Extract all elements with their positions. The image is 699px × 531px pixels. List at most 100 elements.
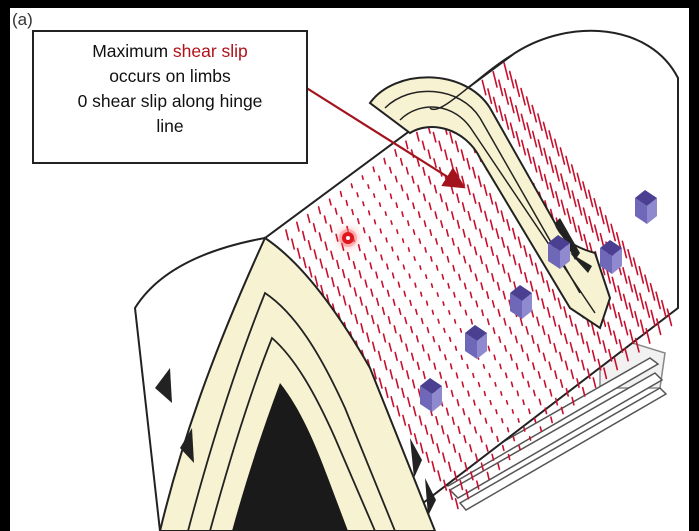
shear-slip-mark — [421, 344, 425, 352]
shear-slip-mark — [400, 360, 404, 371]
shear-slip-mark — [610, 223, 617, 242]
callout-line-1: Maximum shear slip — [34, 39, 306, 64]
shear-slip-mark — [488, 372, 491, 378]
shear-slip-mark — [592, 377, 597, 389]
marker-block — [548, 235, 570, 269]
shear-slip-mark — [463, 282, 467, 290]
shear-slip-mark — [425, 300, 429, 306]
shear-slip-mark — [454, 345, 458, 352]
shear-slip-mark — [459, 479, 464, 491]
shear-slip-mark — [649, 282, 656, 301]
shear-slip-mark — [553, 138, 560, 157]
shear-slip-mark — [503, 317, 507, 326]
shear-slip-mark — [406, 220, 410, 227]
shear-slip-mark — [435, 264, 439, 271]
shear-slip-mark — [384, 211, 388, 216]
panel-label: (a) — [12, 10, 33, 29]
shear-slip-mark — [483, 390, 487, 397]
shear-slip-mark — [450, 211, 455, 220]
shear-slip-mark — [295, 221, 300, 232]
shear-slip-mark — [489, 192, 494, 205]
shear-slip-mark — [354, 313, 359, 325]
shear-slip-mark — [639, 319, 645, 336]
pointer-dot — [342, 232, 354, 244]
shear-slip-mark — [483, 184, 488, 196]
shear-slip-mark — [480, 282, 484, 291]
shear-slip-mark — [627, 249, 633, 267]
shear-slip-mark — [486, 318, 490, 326]
shear-slip-mark — [629, 329, 635, 345]
shear-slip-mark — [453, 318, 457, 324]
shear-slip-mark — [351, 208, 355, 216]
shear-slip-mark — [475, 300, 479, 308]
shear-slip-mark — [438, 344, 442, 352]
shear-slip-mark — [414, 282, 417, 288]
shear-slip-mark — [559, 379, 564, 389]
shear-slip-mark — [371, 341, 376, 352]
shear-slip-mark — [520, 113, 527, 131]
shear-slip-mark — [537, 113, 543, 132]
shear-slip-mark — [487, 88, 493, 105]
shear-slip-mark — [370, 314, 375, 325]
shear-slip-mark — [473, 426, 478, 434]
shear-slip-mark — [522, 399, 525, 406]
shear-slip-mark — [362, 227, 366, 234]
front-arch-cross-section — [155, 236, 437, 531]
shear-slip-mark — [391, 246, 394, 252]
callout-line-3: 0 shear slip along hinge — [77, 91, 263, 111]
shear-slip-mark — [445, 229, 450, 237]
shear-slip-mark — [419, 291, 423, 297]
shear-slip-mark — [444, 380, 448, 389]
shear-slip-mark — [473, 219, 477, 230]
shear-slip-mark — [543, 173, 549, 190]
shear-slip-mark — [356, 218, 360, 225]
shear-slip-mark — [541, 298, 546, 310]
shear-slip-mark — [480, 462, 485, 471]
shear-slip-mark — [367, 184, 370, 189]
shear-slip-mark — [406, 396, 411, 408]
shear-slip-mark — [537, 139, 543, 156]
shear-slip-mark — [624, 347, 629, 362]
shear-slip-mark — [385, 263, 389, 270]
callout-highlight: shear slip — [172, 41, 248, 61]
shear-slip-mark — [514, 335, 518, 344]
marker-block — [635, 190, 657, 224]
shear-slip-mark — [496, 254, 500, 265]
shear-slip-mark — [603, 367, 608, 380]
fold-core — [232, 383, 348, 531]
shear-slip-mark — [454, 140, 460, 153]
shear-slip-mark — [539, 426, 543, 433]
shear-slip-mark — [523, 426, 526, 432]
shear-slip-mark — [308, 266, 313, 278]
shear-slip-mark — [532, 389, 536, 397]
shear-slip-mark — [531, 104, 538, 123]
shear-slip-mark — [607, 321, 612, 336]
shear-slip-mark — [452, 443, 457, 453]
shear-slip-mark — [341, 268, 346, 279]
shear-slip-mark — [407, 247, 411, 252]
shear-slip-mark — [416, 158, 421, 167]
rear-arch-cross-section — [368, 52, 612, 330]
shear-slip-mark — [644, 301, 651, 319]
shear-slip-mark — [329, 224, 333, 233]
shear-slip-mark — [466, 157, 471, 170]
shear-slip-mark — [500, 390, 503, 396]
shear-slip-mark — [558, 324, 563, 336]
shear-slip-mark — [489, 399, 492, 406]
shear-slip-mark — [361, 175, 364, 180]
shear-slip-mark — [428, 202, 432, 211]
shear-slip-mark — [518, 263, 523, 275]
shear-slip-mark — [450, 389, 454, 398]
shear-slip-mark — [346, 225, 350, 234]
shear-slip-mark — [560, 199, 566, 216]
shear-slip-mark — [456, 398, 460, 407]
shear-slip-mark — [468, 417, 472, 425]
shear-slip-mark — [506, 219, 511, 231]
shear-slip-mark — [320, 284, 325, 297]
shear-slip-mark — [611, 276, 617, 293]
shear-slip-mark — [496, 435, 499, 443]
shear-slip-mark — [445, 202, 449, 212]
shear-slip-mark — [541, 325, 546, 336]
shear-slip-mark — [477, 381, 481, 388]
shear-slip-mark — [395, 202, 399, 209]
